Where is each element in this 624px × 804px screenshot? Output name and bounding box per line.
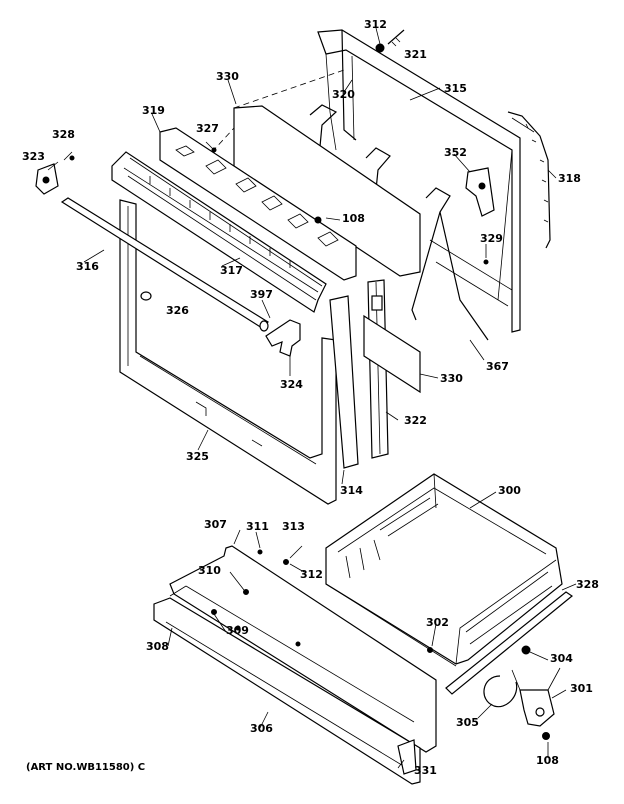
label-308: 308 [146,640,169,653]
panel-314 [329,295,359,469]
label-322: 322 [404,414,427,427]
label-300: 300 [498,484,521,497]
art-number-caption: (ART NO.WB11580) C [26,762,146,773]
label-330-lower: 330 [440,372,463,385]
label-329: 329 [480,232,503,245]
screw-321 [375,29,405,53]
wheel-304 [521,645,531,655]
label-323: 323 [22,150,45,163]
gasket-318 [507,111,551,249]
rod-316 [60,197,269,332]
door-frame-315 [317,29,521,333]
label-319: 319 [142,104,165,117]
label-326: 326 [166,304,189,317]
label-303: 328 [576,578,599,591]
label-310: 310 [198,564,221,577]
label-315: 315 [444,82,467,95]
label-108-top: 108 [342,212,365,225]
label-313: 313 [282,520,305,533]
hinge-323 [35,151,75,195]
label-397: 397 [250,288,273,301]
label-331: 331 [414,764,437,777]
label-324: 324 [280,378,303,391]
part-labels: 312 321 320 315 330 319 327 328 323 352 … [22,18,599,777]
label-330-top: 330 [216,70,239,83]
leader-lines [47,27,577,769]
label-314: 314 [340,484,363,497]
label-306: 306 [250,722,273,735]
window-glass-330-lower [363,314,421,394]
label-318: 318 [558,172,581,185]
label-312: 312 [364,18,387,31]
label-304: 304 [550,652,573,665]
drawer-front-306 [153,545,437,785]
inner-liner-319 [159,127,357,281]
label-316: 316 [76,260,99,273]
rail-303 [445,591,574,695]
bracket-301 [511,667,561,727]
drawer-300 [325,473,563,667]
screw-329 [483,259,489,265]
wire-clip-305 [483,675,518,708]
label-302: 302 [426,616,449,629]
hinge-bracket-352 [465,167,495,217]
label-305: 305 [456,716,479,729]
bracket-324 [265,319,301,357]
screw-327 [205,141,217,153]
label-311: 311 [246,520,269,533]
label-320: 320 [332,88,355,101]
label-301: 301 [570,682,593,695]
label-309: 309 [226,624,249,637]
label-327: 327 [196,122,219,135]
label-352: 352 [444,146,467,159]
label-367: 367 [486,360,509,373]
screw-108 [542,732,550,740]
label-108-lower: 108 [536,754,559,767]
label-312-lower: 312 [300,568,323,581]
label-307: 307 [204,518,227,531]
vent-trim-317 [111,151,327,313]
clip-326 [140,291,152,301]
label-317: 317 [220,264,243,277]
label-325: 325 [186,450,209,463]
door-panel-325 [119,199,337,505]
label-328: 328 [52,128,75,141]
label-321: 321 [404,48,427,61]
